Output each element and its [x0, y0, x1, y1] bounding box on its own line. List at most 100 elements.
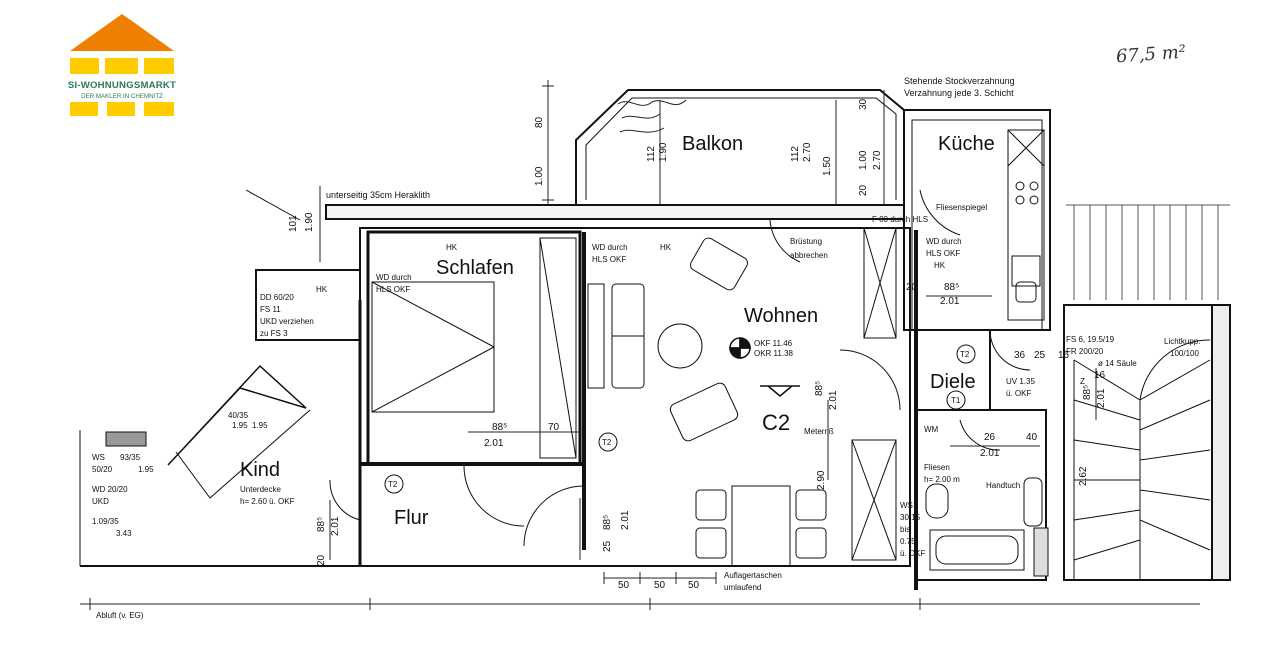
note-f80: F 80 durch HLS	[872, 215, 928, 224]
note-ws-left-dim: 1.09/35	[92, 517, 119, 526]
note-saeule: ø 14 Säule	[1098, 359, 1137, 368]
note-dd: DD 60/20	[260, 293, 294, 302]
dim-270a: 2.70	[802, 142, 813, 162]
dim-112a: 112	[646, 146, 657, 162]
door-swings	[329, 189, 1031, 547]
dim-885-stair: 88⁵	[1082, 385, 1093, 400]
note-wd-schlafen-okf: HLS OKF	[376, 285, 410, 294]
door-tag-diele: T2	[960, 350, 970, 359]
dim-201-wohnen: 2.01	[828, 390, 839, 410]
note-lichtkuppel: Lichtkupp.	[1164, 337, 1200, 346]
note-wd-left: WD 20/20	[92, 485, 128, 494]
dim-50c: 50	[688, 580, 700, 591]
note-ws-left-size: 50/20	[92, 465, 113, 474]
note-fliesen: Fliesen	[924, 463, 950, 472]
dim-25b: 25	[1034, 350, 1046, 361]
dim-885-diele: 88⁵	[944, 282, 959, 293]
dim-26: 26	[984, 432, 996, 443]
dim-201-kind: 2.01	[330, 516, 341, 536]
room-label-wohnen: Wohnen	[744, 305, 818, 327]
door-tag-flur: T2	[388, 480, 398, 489]
bad-outline	[915, 409, 1047, 581]
note-wd-kueche: WD durch	[926, 237, 962, 246]
note-wd-wohnen-okf: HLS OKF	[592, 255, 626, 264]
dim-201-schlafen: 2.01	[484, 438, 504, 449]
dim-40: 40	[1026, 432, 1038, 443]
chimney-block	[105, 431, 147, 447]
dim-270b: 2.70	[872, 150, 883, 170]
dim-25: 25	[602, 540, 613, 552]
dim-885-kind: 88⁵	[316, 517, 327, 532]
note-ws-right-h: 0.75	[900, 537, 916, 546]
room-label-diele: Diele	[930, 371, 976, 393]
unit-code: C2	[762, 410, 790, 435]
dim-190b: 1.90	[304, 212, 315, 232]
kitchen-counter	[1007, 129, 1045, 321]
note-fliesen-h: h= 2.00 m	[924, 475, 960, 484]
dim-201-diele: 2.01	[940, 296, 960, 307]
dim-290: 2.90	[816, 470, 827, 490]
note-ws-left-195: 1.95	[138, 465, 154, 474]
room-label-kueche: Küche	[938, 133, 995, 155]
logo-roof-icon	[70, 14, 174, 51]
dim-100: 1.00	[534, 166, 545, 186]
note-hk-kueche: HK	[934, 261, 946, 270]
door-tag-bad: T1	[951, 396, 961, 405]
logo-bar	[70, 58, 174, 74]
door-tags	[384, 344, 976, 494]
handwriting-scribble	[617, 99, 687, 133]
dim-30: 30	[858, 98, 869, 110]
note-fs11: FS 11	[260, 305, 281, 314]
dim-885-wohnen: 88⁵	[814, 381, 825, 396]
hatched-roof	[1066, 204, 1230, 300]
dim-150: 1.50	[822, 156, 833, 176]
note-kind-195b: 1.95	[252, 421, 268, 430]
note-wd-schlafen: WD durch	[376, 273, 412, 282]
room-label-balkon: Balkon	[682, 133, 743, 155]
note-fliesenspiegel: Fliesenspiegel	[936, 203, 987, 212]
note-bruestung: Brüstung	[790, 237, 822, 246]
logo-base	[144, 102, 174, 116]
note-unterdecke: Unterdecke	[240, 485, 281, 494]
logo-name: SI-WOHNUNGSMARKT	[67, 80, 177, 91]
note-z: Z	[1080, 377, 1085, 386]
room-label-flur: Flur	[394, 507, 429, 529]
level-marker	[729, 337, 800, 397]
dim-20-diele: 20	[906, 282, 918, 293]
note-ws-right: WS	[900, 501, 913, 510]
note-hk-dd: HK	[316, 285, 328, 294]
note-wd-wohnen: WD durch	[592, 243, 628, 252]
dim-201-flur: 2.01	[620, 510, 631, 530]
note-ukd-left: UKD	[92, 497, 109, 506]
dim-50b: 50	[654, 580, 666, 591]
staircase	[1073, 339, 1211, 580]
note-unterseitig: unterseitig 35cm Heraklith	[326, 190, 430, 200]
stair-wall	[1211, 304, 1231, 581]
note-ws-right-okf: ü. OKF	[900, 549, 925, 558]
note-ws-right-size: 30/15	[900, 513, 921, 522]
bathroom-fixtures	[925, 477, 1049, 577]
note-wd-kueche-okf: HLS OKF	[926, 249, 960, 258]
kind-sloped-wall	[167, 364, 307, 466]
dimension-lines	[80, 80, 1200, 610]
dim-16: 16	[1094, 370, 1106, 381]
walls	[79, 89, 1231, 590]
logo-base	[107, 102, 135, 116]
note-meterriss: Meterriß	[804, 427, 834, 436]
logo-window	[138, 58, 144, 74]
note-abbrechen: abbrechen	[790, 251, 828, 260]
room-label-kind: Kind	[240, 459, 280, 481]
dim-16b: 16	[1058, 350, 1070, 361]
bed	[371, 237, 577, 459]
note-wm: WM	[924, 425, 939, 434]
note-fs-stair: FS 6, 19.5/19	[1066, 335, 1115, 344]
note-handtuch: Handtuch	[986, 481, 1020, 490]
dim-262: 2.62	[1078, 466, 1089, 486]
note-hk-wohnen: HK	[660, 243, 672, 252]
note-unterdecke-h: h= 2.60 ü. OKF	[240, 497, 295, 506]
note-verzahnung: Verzahnung jede 3. Schicht	[904, 88, 1014, 98]
door-tag-wohnen: T2	[602, 438, 612, 447]
dim-20a: 20	[858, 184, 869, 196]
dim-20-kind: 20	[316, 554, 327, 566]
